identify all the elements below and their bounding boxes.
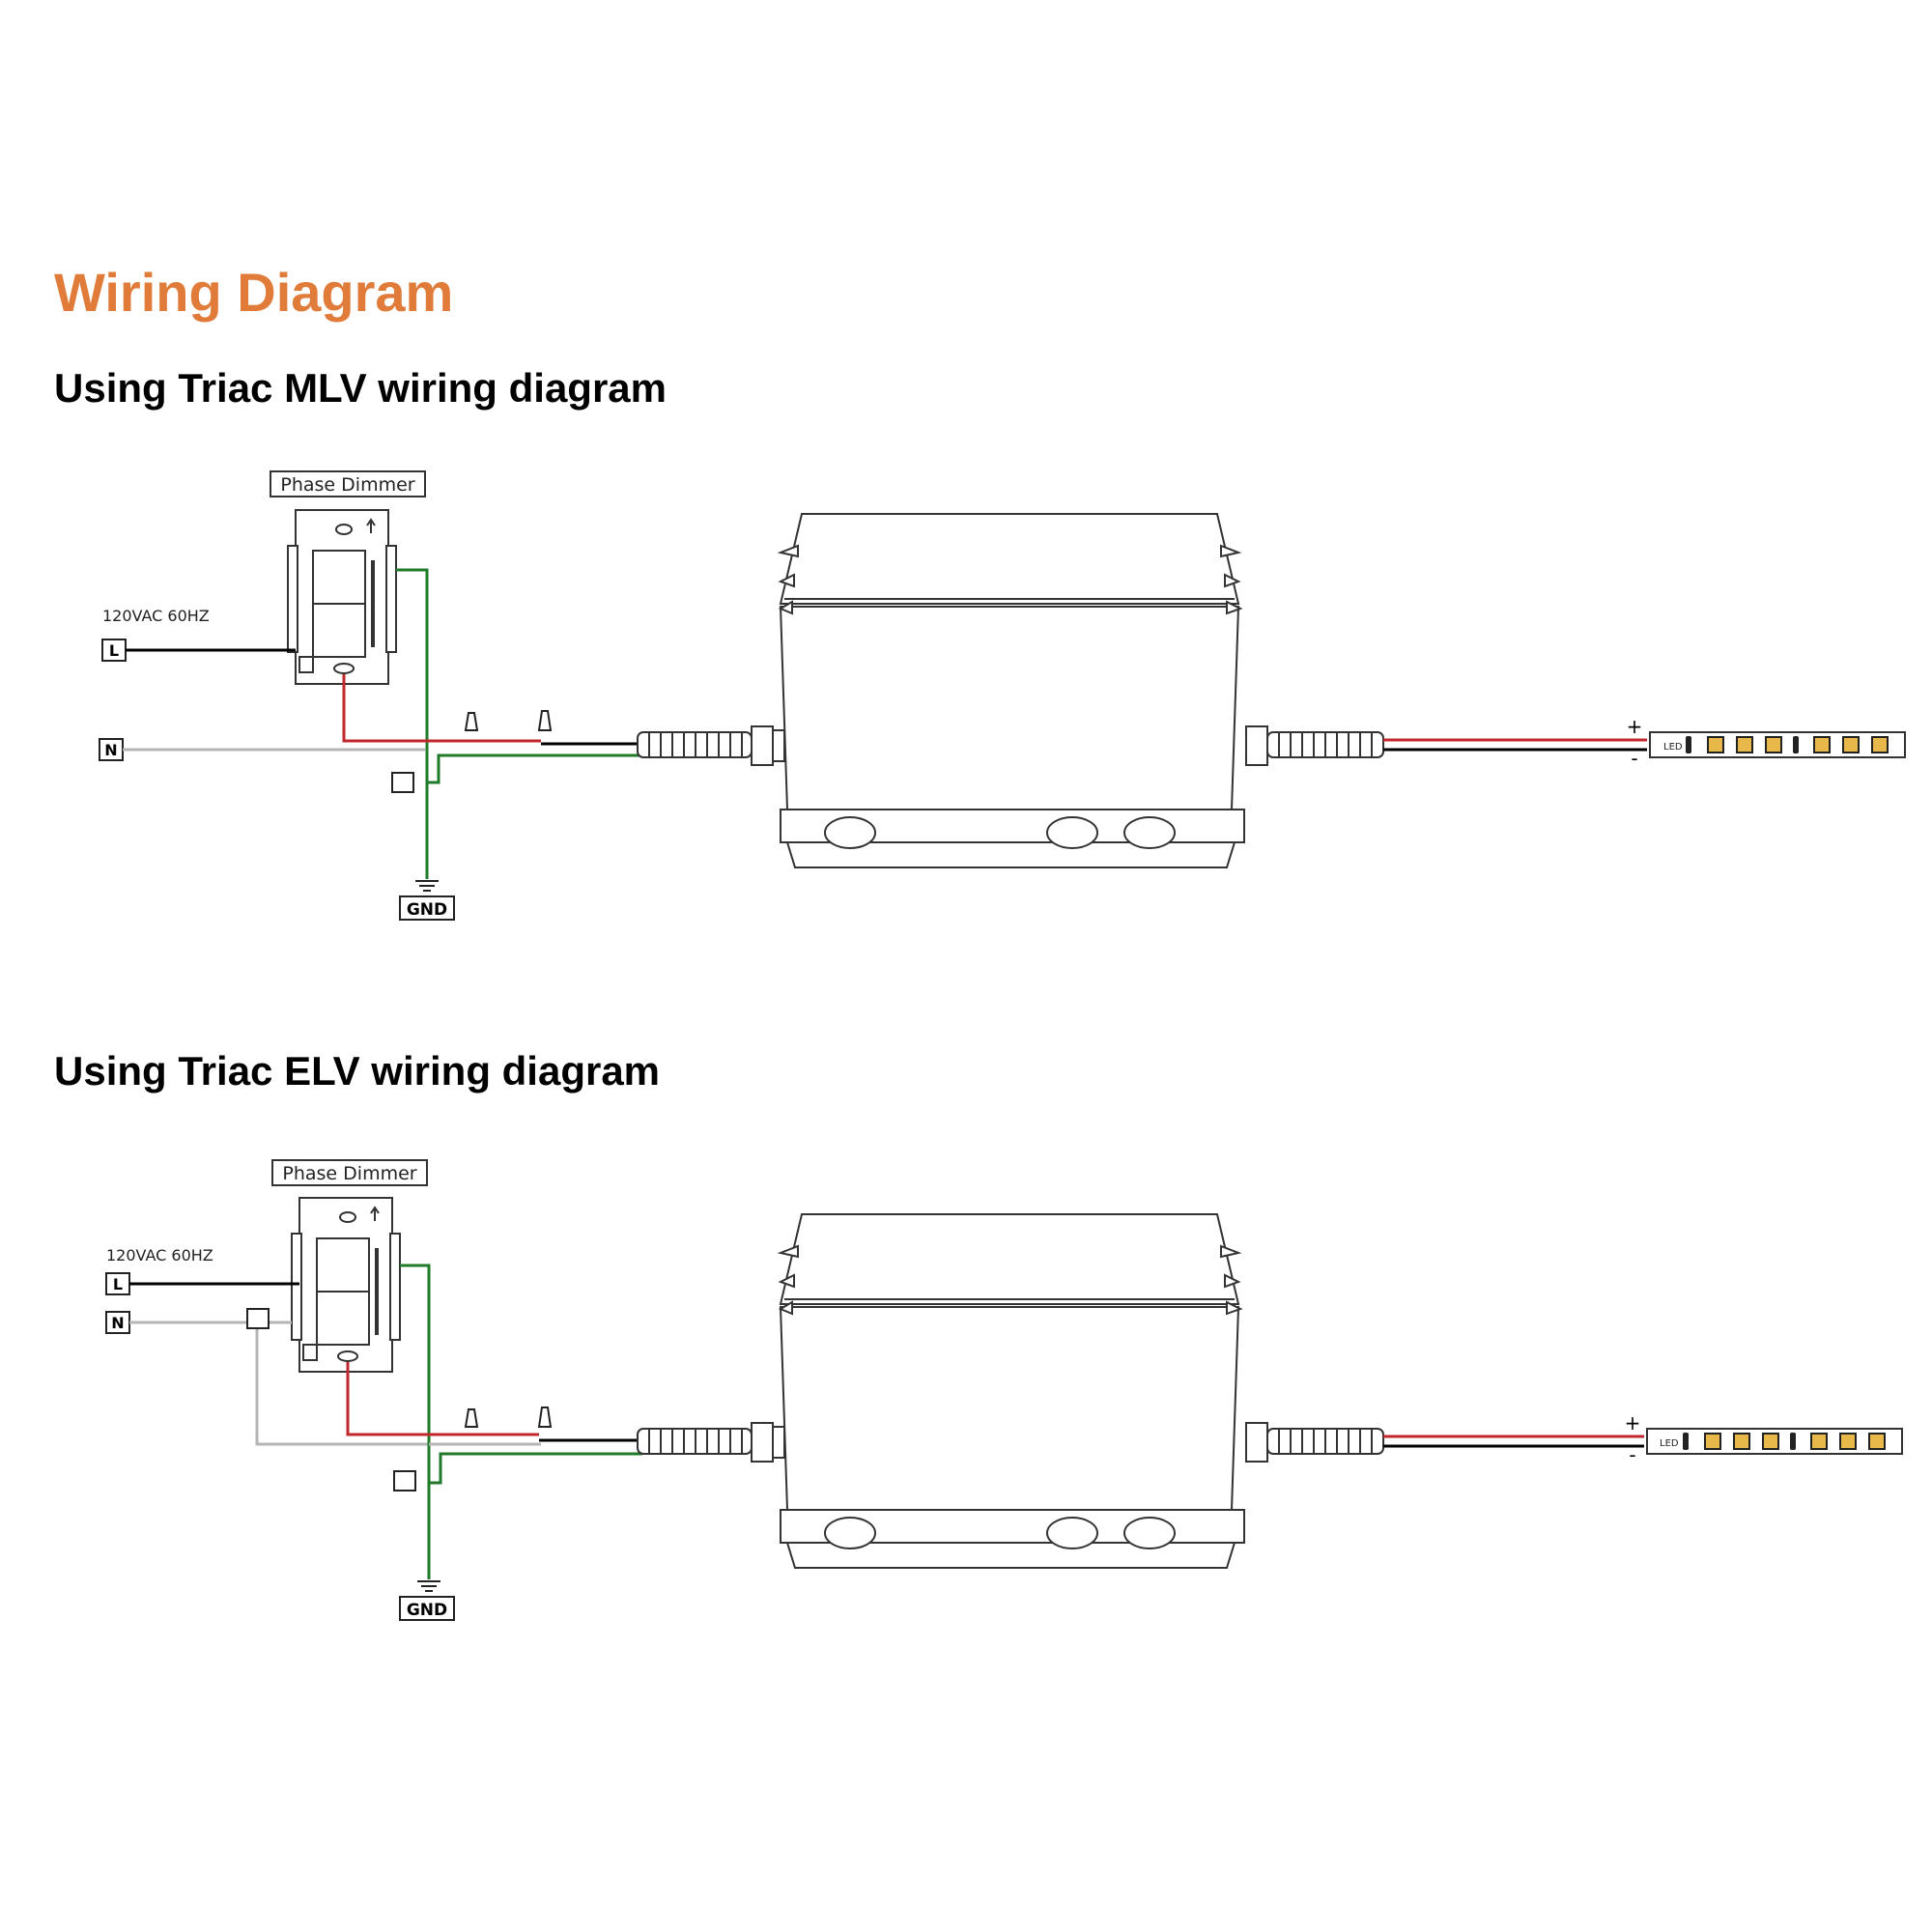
ground-symbol-icon bbox=[417, 1580, 440, 1592]
svg-text:Phase Dimmer: Phase Dimmer bbox=[282, 1163, 416, 1184]
svg-text:N: N bbox=[111, 1314, 124, 1332]
wire-nut-icon bbox=[464, 1406, 553, 1428]
page-title: Wiring Diagram bbox=[54, 262, 454, 323]
elv-wiring-diagram: Phase Dimmer 120VAC 60HZ L N GND bbox=[105, 1159, 1903, 1621]
positive-polarity-label: + bbox=[1627, 715, 1643, 738]
ground-connector-icon bbox=[391, 772, 414, 793]
led-strip-label: LED bbox=[1663, 742, 1683, 753]
phase-dimmer-switch bbox=[291, 1197, 401, 1373]
ground-symbol-icon bbox=[415, 880, 439, 892]
wire-nut-icon bbox=[464, 710, 553, 731]
ground-terminal: GND bbox=[399, 1596, 455, 1621]
ground-connector-icon bbox=[393, 1470, 416, 1492]
positive-polarity-label: + bbox=[1625, 1411, 1641, 1435]
ground-terminal: GND bbox=[399, 895, 455, 921]
negative-polarity-label: - bbox=[1629, 1443, 1635, 1466]
input-cable-icon bbox=[637, 1422, 785, 1463]
led-strip: LED bbox=[1649, 731, 1906, 758]
mlv-diagram-heading: Using Triac MLV wiring diagram bbox=[54, 365, 667, 411]
mlv-wiring-diagram: Phase Dimmer 120VAC 60HZ L N bbox=[99, 470, 1906, 921]
svg-text:N: N bbox=[104, 741, 117, 759]
svg-text:L: L bbox=[113, 1275, 123, 1293]
svg-text:L: L bbox=[109, 641, 119, 660]
live-wire bbox=[342, 674, 541, 743]
phase-dimmer-label: Phase Dimmer bbox=[270, 470, 426, 497]
line-terminal: L bbox=[101, 639, 127, 662]
ground-wire-driver bbox=[427, 753, 642, 784]
svg-text:GND: GND bbox=[407, 900, 447, 920]
ground-wire bbox=[400, 1264, 431, 1579]
led-strip-label: LED bbox=[1660, 1438, 1679, 1449]
supply-voltage-label: 120VAC 60HZ bbox=[106, 1246, 213, 1264]
phase-dimmer-label: Phase Dimmer bbox=[271, 1159, 428, 1186]
input-cable-icon bbox=[637, 725, 785, 766]
supply-voltage-label: 120VAC 60HZ bbox=[102, 607, 210, 625]
led-driver-box bbox=[777, 1213, 1245, 1569]
ground-wire-driver bbox=[429, 1452, 642, 1485]
svg-text:Phase Dimmer: Phase Dimmer bbox=[280, 474, 414, 496]
output-cable-icon bbox=[1245, 725, 1384, 766]
neutral-terminal: N bbox=[105, 1311, 130, 1334]
output-cable-icon bbox=[1245, 1422, 1384, 1463]
elv-diagram-heading: Using Triac ELV wiring diagram bbox=[54, 1048, 661, 1094]
neutral-connector-icon bbox=[246, 1308, 270, 1329]
ground-wire bbox=[396, 568, 429, 879]
led-strip: LED bbox=[1646, 1428, 1903, 1455]
svg-text:GND: GND bbox=[407, 1601, 447, 1620]
led-driver-box bbox=[777, 513, 1245, 868]
line-terminal: L bbox=[105, 1272, 130, 1295]
live-wire bbox=[346, 1362, 539, 1436]
negative-polarity-label: - bbox=[1631, 747, 1637, 770]
neutral-terminal: N bbox=[99, 738, 124, 761]
phase-dimmer-switch bbox=[287, 509, 397, 685]
